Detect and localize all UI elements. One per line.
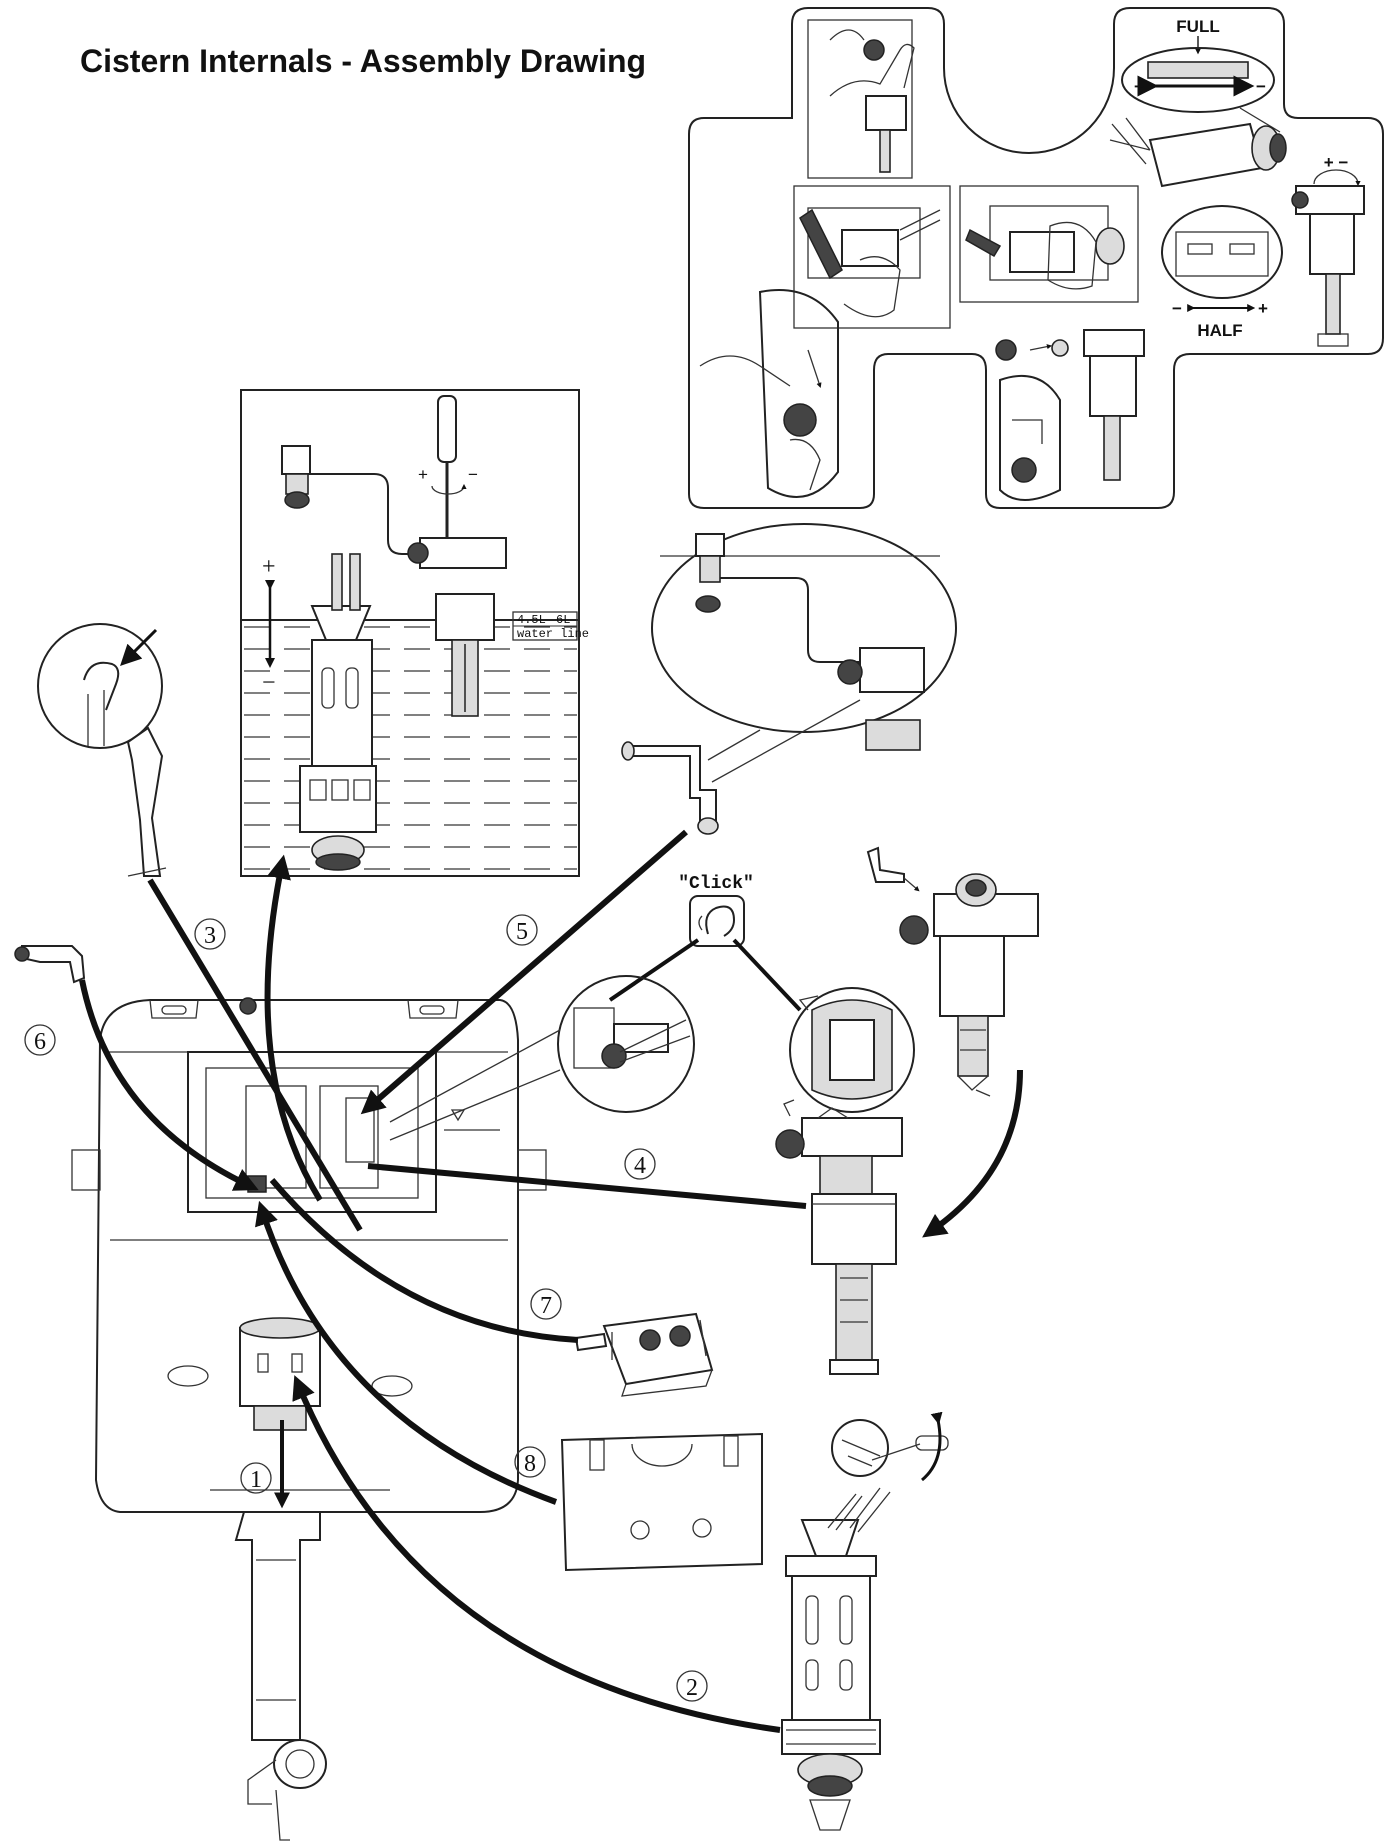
click-sound-icon: "Click" (678, 874, 754, 947)
water-plus-label: + (418, 465, 428, 484)
mounting-plate-part (560, 1432, 763, 1572)
half-flush-adjust-detail: − + HALF (1161, 205, 1283, 340)
step-4-label: 4 (634, 1153, 646, 1179)
push-plate-bracket-part (574, 1312, 714, 1397)
half-minus-label: − (1172, 299, 1182, 318)
clip-detail-magnifier (37, 623, 167, 877)
step-8-label: 8 (524, 1451, 536, 1477)
dual-flush-valve-illustration (1109, 117, 1287, 188)
full-flush-adjust-detail: FULL + − (1121, 17, 1281, 133)
height-minus-label: − (262, 670, 276, 696)
half-label: HALF (1197, 321, 1242, 340)
step-2-label: 2 (686, 1675, 698, 1701)
full-label: FULL (1176, 17, 1219, 36)
adjustment-instructions-panel: FULL + − − + HALF (688, 7, 1384, 509)
step-6-label: 6 (34, 1029, 46, 1055)
volume-large-label: 6L (556, 613, 570, 627)
inlet-valve-part (866, 846, 1039, 1097)
fitting-flush-valve-illustration (793, 185, 951, 329)
inlet-valve-hand-illustration (807, 19, 915, 179)
half-plus-label: + (1258, 299, 1268, 318)
full-minus-label: − (1256, 77, 1266, 96)
float-plus-minus-label: + − (1324, 153, 1349, 172)
valve-clip-magnifier (389, 975, 695, 1141)
float-valve-clip-magnifier (789, 987, 915, 1113)
step-labels: 1 2 3 4 5 6 7 8 (24, 914, 708, 1702)
button-press-illustration (699, 289, 839, 498)
cistern-body (71, 997, 547, 1841)
volume-small-label: 4.5L (517, 613, 546, 627)
step-7-label: 7 (540, 1293, 552, 1319)
flush-valve-part (781, 1411, 949, 1831)
lever-part (14, 945, 86, 984)
inlet-filter-illustration (995, 329, 1145, 501)
step-5-label: 5 (516, 919, 528, 945)
inlet-valve-height-adjust: + − (1291, 153, 1365, 347)
inlet-connection-magnifier (621, 523, 957, 835)
click-label: "Click" (678, 874, 754, 894)
water-line-label: water line (517, 627, 589, 641)
water-level-setting-inset: + − 4.5L 6L water line + − (240, 389, 589, 877)
fill-valve-part (775, 1099, 903, 1375)
assembly-arrows (79, 829, 1023, 1733)
inserting-flush-valve-illustration (959, 185, 1139, 303)
height-plus-label: + (262, 554, 276, 580)
water-minus-label: − (468, 465, 478, 484)
step-3-label: 3 (204, 923, 216, 949)
step-1-label: 1 (250, 1467, 262, 1493)
full-plus-label: + (1134, 77, 1144, 96)
page-title: Cistern Internals - Assembly Drawing (80, 43, 646, 79)
